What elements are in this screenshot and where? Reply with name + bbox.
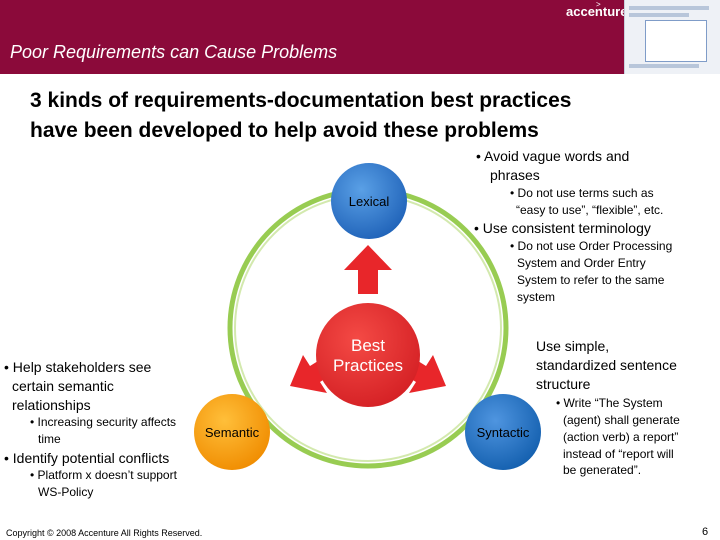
semantic-bullet-2: • Identify potential conflicts [4,450,169,466]
copyright-notice: Copyright © 2008 Accenture All Rights Re… [6,528,202,538]
semantic-bullet-1-line-1: • Help stakeholders see [4,359,151,375]
lexical-sub-2-line-4: system [517,290,555,304]
semantic-sub-2-line-2: WS-Policy [38,485,93,499]
syntactic-sub-line-2: (agent) shall generate [563,413,680,427]
syntactic-bullet-line-3: structure [536,376,590,392]
lexical-sub-2-line-3: System to refer to the same [517,273,664,287]
semantic-bullet-1-line-2: certain semantic [12,378,114,394]
syntactic-sub-line-4: instead of “report will [563,447,674,461]
semantic-sub-2-line-1: • Platform x doesn’t support [30,468,177,482]
lexical-bullet-1-line-2: phrases [490,167,540,183]
semantic-label: Semantic [192,425,272,440]
lexical-bullet-1-line-1: • Avoid vague words and [476,148,629,164]
best-practices-label: Best Practices [318,336,418,376]
syntactic-bullet-line-1: Use simple, [536,338,609,354]
syntactic-sub-line-1: • Write “The System [556,396,663,410]
syntactic-bullet-line-2: standardized sentence [536,357,677,373]
semantic-sub-1-line-1: • Increasing security affects [30,415,176,429]
lexical-bullet-2: • Use consistent terminology [474,220,651,236]
arrow-up-icon [344,245,392,294]
lexical-sub-1-line-1: • Do not use terms such as [510,186,654,200]
semantic-sub-1-line-2: time [38,432,61,446]
page-number: 6 [702,526,708,538]
syntactic-sub-line-3: (action verb) a report” [563,430,678,444]
lexical-sub-2-line-2: System and Order Entry [517,256,646,270]
lexical-label: Lexical [329,194,409,209]
semantic-bullet-1-line-3: relationships [12,397,91,413]
lexical-sub-1-line-2: “easy to use”, “flexible”, etc. [516,203,663,217]
syntactic-label: Syntactic [463,425,543,440]
syntactic-sub-line-5: be generated”. [563,463,641,477]
lexical-sub-2-line-1: • Do not use Order Processing [510,239,672,253]
